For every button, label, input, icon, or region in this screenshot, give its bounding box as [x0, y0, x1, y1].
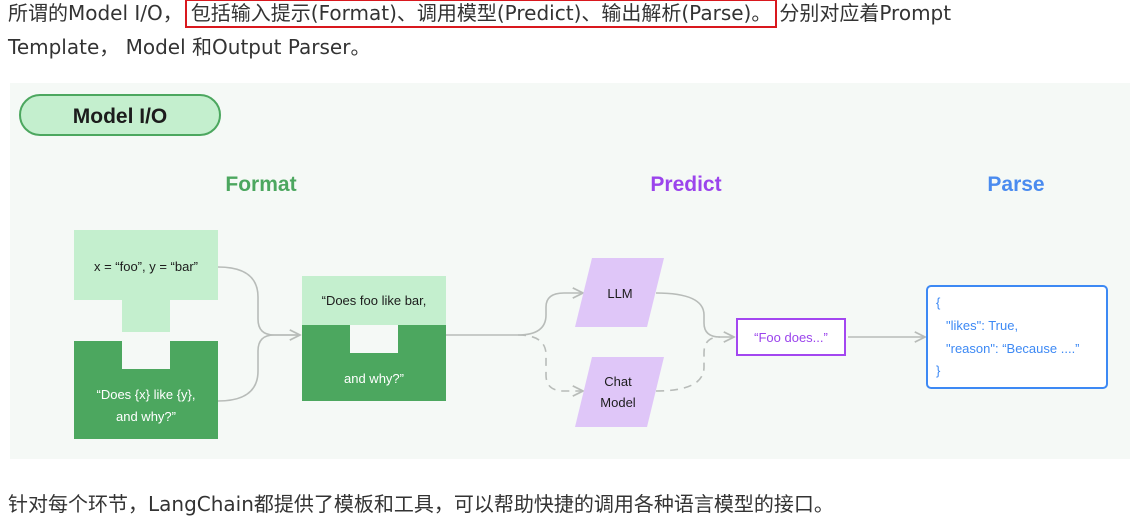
chat-model-label-line1: Chat: [604, 374, 632, 389]
template-text-line1: “Does {x} like {y},: [97, 387, 196, 402]
section-predict: Predict: [650, 173, 721, 196]
llm-label: LLM: [607, 286, 632, 301]
connector-chat-to-output: [655, 336, 721, 392]
template-text-line2: and why?”: [116, 409, 176, 424]
highlighted-phrase: 包括输入提示(Format)、调用模型(Predict)、输出解析(Parse)…: [184, 0, 778, 28]
parsed-output-box: [926, 285, 1108, 389]
prompt-bottom-box: [302, 325, 446, 401]
intro-line-2: Template， Model 和Output Parser。: [8, 35, 371, 59]
intro-line-1: 所谓的Model I/O，包括输入提示(Format)、调用模型(Predict…: [8, 0, 951, 30]
intro-text-before: 所谓的Model I/O，: [8, 1, 183, 25]
diagram-title: Model I/O: [73, 105, 168, 128]
model-io-diagram: Model I/O Format Predict Parse x = “foo”…: [10, 83, 1130, 459]
section-parse: Parse: [987, 173, 1044, 196]
variables-box: [74, 230, 218, 332]
parsed-output-line1: {: [936, 295, 941, 310]
llm-box: [575, 258, 664, 327]
connector-vars-to-prompt: [217, 266, 300, 335]
prompt-text-line1: “Does foo like bar,: [322, 293, 427, 308]
template-box: [74, 341, 218, 439]
prompt-top-box: [302, 276, 446, 325]
prompt-text-line2: and why?”: [344, 371, 404, 386]
connector-llm-to-output: [655, 292, 734, 337]
connector-template-to-prompt: [217, 334, 300, 402]
variables-text: x = “foo”, y = “bar”: [94, 259, 198, 274]
connector-to-llm: [517, 293, 583, 336]
connectors: [217, 266, 925, 402]
parsed-output-line4: }: [936, 363, 941, 378]
output-box: [736, 318, 846, 356]
section-format: Format: [225, 173, 296, 196]
chat-model-box: [575, 357, 664, 427]
output-text: “Foo does...”: [754, 330, 828, 345]
chat-model-label-line2: Model: [600, 395, 636, 410]
title-pill: [19, 94, 221, 136]
intro-text-after: 分别对应着Prompt: [779, 1, 952, 25]
summary-paragraph: 针对每个环节，LangChain都提供了模板和工具，可以帮助快捷的调用各种语言模…: [8, 492, 834, 516]
parsed-output-line3: "reason": “Because ....”: [946, 341, 1080, 356]
parsed-output-line2: "likes": True,: [946, 318, 1018, 333]
connector-to-chat-model: [517, 334, 583, 391]
